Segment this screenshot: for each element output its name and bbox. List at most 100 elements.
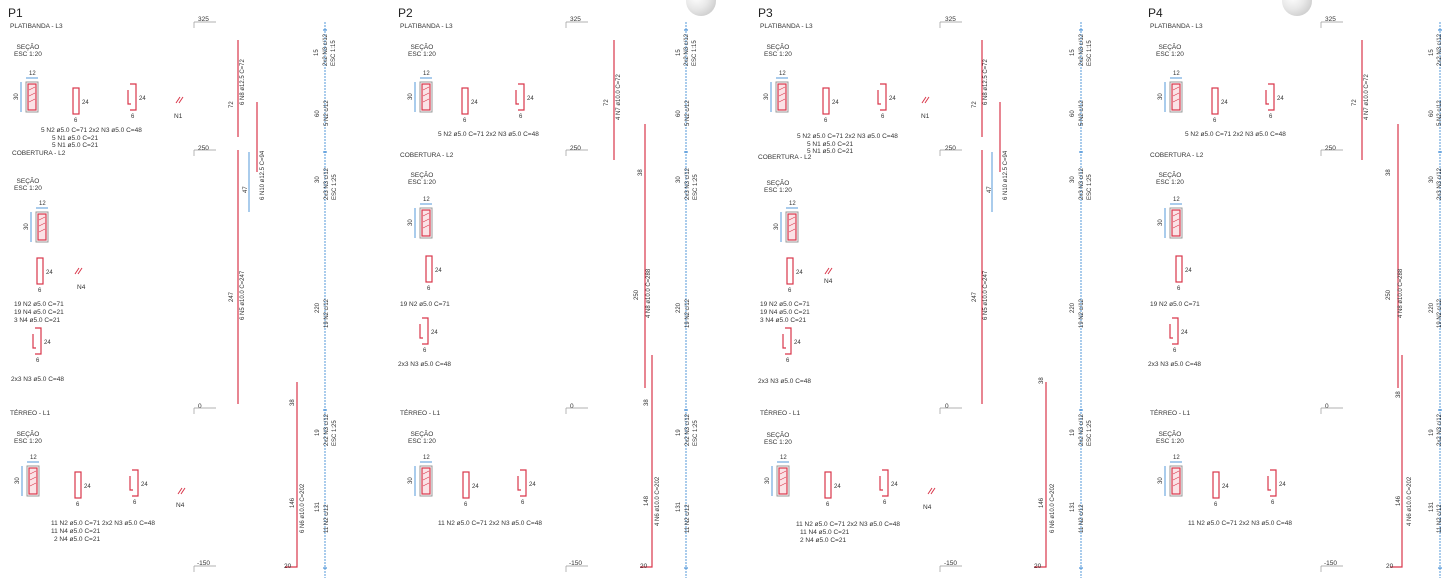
level-label-platibanda: PLATIBANDA - L3 [400, 23, 453, 30]
stirrup-n2-shape [1175, 255, 1183, 283]
bar-length: 20 [284, 563, 292, 570]
elevation-minus-150: -150 [197, 560, 211, 567]
dimension-width: 12 [29, 71, 36, 77]
bar-length: 20 [640, 563, 648, 570]
note-line: 5 N2 ø5.0 C=71 2x2 N3 ø5.0 C=48 [1185, 131, 1286, 138]
dimension-24: 24 [834, 484, 841, 490]
stirrup-length: 15 [314, 49, 320, 56]
section-outline [419, 81, 433, 113]
stirrup-length: 19 [1429, 429, 1435, 436]
section-title: SEÇÃO ESC 1:20 [14, 431, 42, 445]
section-heading: SEÇÃO [766, 44, 790, 51]
level-label-terreo: TÉRREO - L1 [1150, 410, 1191, 417]
section-outline [35, 211, 49, 243]
section-stirrup [787, 213, 797, 241]
dimension-6: 6 [1269, 114, 1273, 120]
stirrup-label: 5 N2 c/12 [324, 100, 330, 126]
stirrup-label: 2x2 N3 c/12 [1079, 413, 1085, 446]
hook-label-n1: N1 [921, 113, 930, 120]
bar-label: 6 N5 ø10.0 C=247 [983, 270, 989, 320]
dimension-height: 30 [764, 93, 770, 100]
note-line: 11 N2 ø5.0 C=71 2x2 N3 ø5.0 C=48 [438, 520, 542, 527]
level-label-terreo: TÉRREO - L1 [10, 410, 51, 417]
panel-title: P1 [8, 6, 23, 20]
section-stirrup [777, 83, 787, 111]
elevation-325: 325 [198, 16, 209, 23]
note-line: 19 N2 ø5.0 C=71 [1150, 301, 1200, 308]
stirrup-n2-shape [36, 257, 44, 285]
section-title: SEÇÃO ESC 1:20 [408, 172, 436, 186]
dimension-height: 30 [765, 477, 771, 484]
stirrup-n3-shape [1265, 83, 1275, 111]
dimension-height: 30 [1158, 219, 1164, 226]
dimension-6: 6 [131, 114, 135, 120]
dimension-6: 6 [36, 358, 40, 364]
stirrup-scale: ESC 1:25 [332, 420, 338, 446]
dimension-width: 12 [1173, 197, 1180, 203]
hook-shape [175, 96, 184, 104]
section-heading: SEÇÃO [766, 432, 790, 439]
dimension-width: 12 [423, 455, 430, 461]
dimension-6: 6 [463, 118, 467, 124]
hook-label-n1: N1 [174, 113, 183, 120]
section-scale: ESC 1:20 [1156, 51, 1184, 58]
stirrup-length: 60 [676, 110, 682, 117]
longitudinal-bar-n6 [1390, 355, 1403, 568]
sphere-decoration [1282, 0, 1312, 16]
stirrup-label: 2x2 N3 c/12 [324, 413, 330, 446]
dimension-24: 24 [471, 100, 478, 106]
note-line: 19 N2 ø5.0 C=71 [14, 301, 64, 308]
dimension-6: 6 [521, 500, 525, 506]
hook-shape [824, 267, 833, 275]
elevation-250: 250 [570, 145, 581, 152]
stirrup-scale: ESC 1:25 [693, 420, 699, 446]
dimension-24: 24 [435, 268, 442, 274]
stirrup-label: 2x3 N3 c/12 [685, 167, 691, 200]
bar-length: 20 [1034, 563, 1042, 570]
bar-label: 4 N8 ø10.0 C=288 [646, 268, 652, 318]
dimension-6: 6 [74, 118, 78, 124]
bar-length: 250 [1386, 289, 1392, 300]
stirrup-n3-shape [879, 469, 889, 497]
note-line: 2 N4 ø5.0 C=21 [800, 537, 847, 544]
stirrup-label: 2x2 N3 c/12 [684, 33, 690, 66]
section-title: SEÇÃO ESC 1:20 [1156, 44, 1184, 58]
dimension-6: 6 [133, 500, 137, 506]
dimension-height: 30 [15, 477, 21, 484]
note-line: 2x3 N3 ø5.0 C=48 [758, 378, 811, 385]
section-hatch [778, 86, 786, 103]
section-outline [419, 207, 433, 239]
dimension-6: 6 [1271, 500, 1275, 506]
bar-length: 250 [634, 289, 640, 300]
stirrup-length: 220 [315, 302, 321, 313]
stirrup-n3-shape [782, 327, 792, 355]
level-label-cobertura: COBERTURA - L2 [12, 150, 66, 157]
dimension-24: 24 [431, 330, 438, 336]
section-hatch [422, 86, 430, 103]
dimension-24: 24 [832, 100, 839, 106]
stirrup-n3-shape [517, 469, 527, 497]
panel-title: P4 [1148, 6, 1163, 20]
dimension-6: 6 [423, 348, 427, 354]
note-line: 19 N2 ø5.0 C=71 [760, 301, 810, 308]
stirrup-length: 131 [676, 501, 682, 512]
dimension-24: 24 [1221, 100, 1228, 106]
dimension-24: 24 [1222, 484, 1229, 490]
stirrup-length: 220 [1070, 302, 1076, 313]
section-heading: SEÇÃO [16, 178, 40, 185]
stirrup-n2-shape [74, 471, 82, 499]
bar-length: 247 [229, 291, 235, 302]
dimension-24: 24 [139, 96, 146, 102]
dimension-height: 30 [408, 219, 414, 226]
note-line: 11 N4 ø5.0 C=21 [51, 528, 101, 535]
bar-length: 38 [290, 399, 296, 406]
bar-length: 38 [644, 399, 650, 406]
bar-length: 20 [1386, 563, 1394, 570]
stirrup-length: 131 [1070, 501, 1076, 512]
stirrup-n2-shape [786, 257, 794, 285]
dimension-24: 24 [46, 270, 53, 276]
section-scale: ESC 1:20 [1156, 438, 1184, 445]
dimension-6: 6 [1173, 348, 1177, 354]
